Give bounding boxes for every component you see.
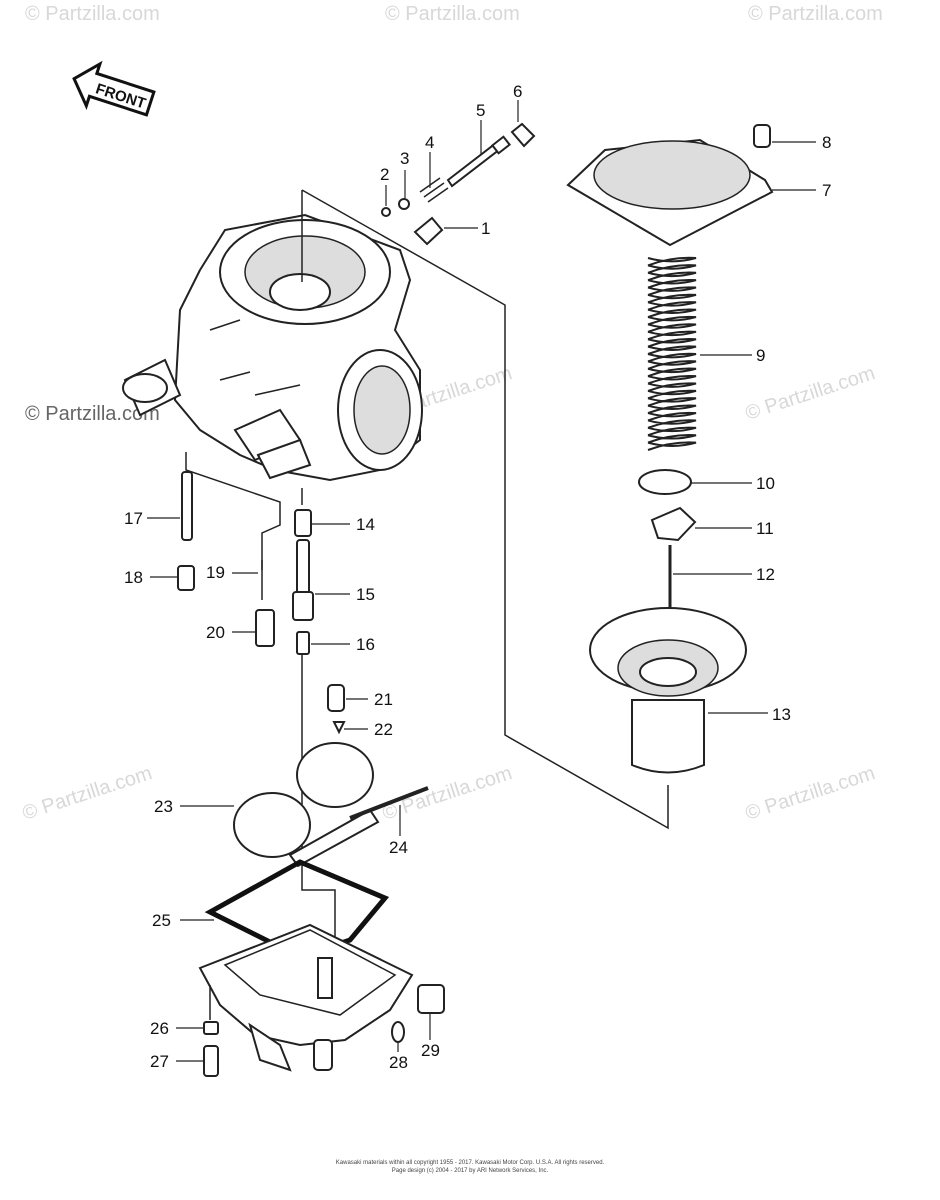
- callout-26: 26: [150, 1019, 169, 1038]
- callout-2: 2: [380, 165, 389, 184]
- callout-6: 6: [513, 82, 522, 101]
- float-assembly: [233, 742, 429, 868]
- watermark: © Partzilla.com: [25, 403, 160, 425]
- watermark: © Partzilla.com: [743, 362, 878, 425]
- callout-1: 1: [481, 219, 490, 238]
- watermark: © Partzilla.com: [748, 3, 883, 25]
- callout-11: 11: [756, 519, 774, 538]
- callout-18: 18: [124, 568, 143, 587]
- callout-15: 15: [356, 585, 375, 604]
- callout-20: 20: [206, 623, 225, 642]
- callout-13: 13: [772, 705, 791, 724]
- callout-7: 7: [822, 181, 831, 200]
- callout-9: 9: [756, 346, 765, 365]
- callout-17: 17: [124, 509, 143, 528]
- watermarks: © Partzilla.com © Partzilla.com © Partzi…: [20, 3, 883, 825]
- piston-spring: [647, 256, 697, 451]
- callout-24: 24: [389, 838, 408, 857]
- footer-copyright: Kawasaki materials within all copyright …: [335, 1160, 605, 1166]
- callout-labels: 1 2 3 4 5 6 7 8 9 10 11 12 13 14 15 16 1…: [124, 82, 831, 1072]
- callout-12: 12: [756, 565, 775, 584]
- watermark: © Partzilla.com: [743, 762, 878, 825]
- callout-28: 28: [389, 1053, 408, 1072]
- float-bowl: [198, 923, 414, 1072]
- callout-8: 8: [822, 133, 831, 152]
- watermark: © Partzilla.com: [25, 3, 160, 25]
- callout-27: 27: [150, 1052, 169, 1071]
- idle-screw-assembly: [381, 122, 536, 246]
- carburetor-body: [122, 213, 423, 482]
- callout-25: 25: [152, 911, 171, 930]
- callout-16: 16: [356, 635, 375, 654]
- footer-page-design: Page design (c) 2004 - 2017 by ARI Netwo…: [391, 1168, 549, 1174]
- callout-4: 4: [425, 133, 434, 152]
- callout-21: 21: [374, 690, 393, 709]
- top-cover: [566, 124, 774, 247]
- watermark: © Partzilla.com: [385, 3, 520, 25]
- watermark: © Partzilla.com: [20, 762, 155, 825]
- callout-10: 10: [756, 474, 775, 493]
- needle-assembly: [638, 469, 697, 640]
- leader-lines: [147, 100, 816, 1062]
- bowl-fasteners: [203, 984, 445, 1077]
- callout-29: 29: [421, 1041, 440, 1060]
- callout-19: 19: [206, 563, 225, 582]
- front-arrow-icon: FRONT: [72, 60, 156, 117]
- callout-5: 5: [476, 101, 485, 120]
- callout-23: 23: [154, 797, 173, 816]
- jet-assembly: [177, 471, 346, 735]
- vacuum-piston: [589, 607, 747, 774]
- callout-14: 14: [356, 515, 375, 534]
- callout-22: 22: [374, 720, 393, 739]
- callout-3: 3: [400, 149, 409, 168]
